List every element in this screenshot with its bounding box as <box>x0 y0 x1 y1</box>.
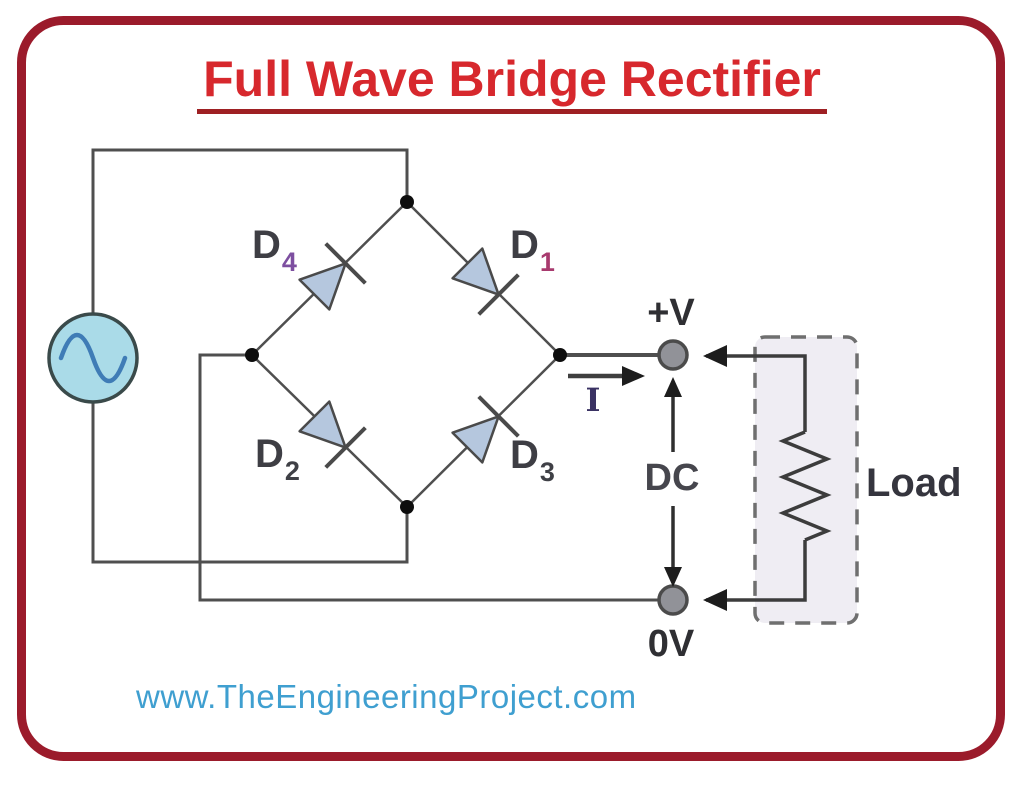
dc-indicator: DC <box>645 377 700 587</box>
load-wire-bottom <box>706 540 807 602</box>
node-dot-left <box>245 348 259 362</box>
current-label: I <box>586 381 601 419</box>
diode-d2-label: D2 <box>255 432 300 486</box>
load-box <box>753 335 859 625</box>
dc-arrow-down-icon <box>664 567 682 587</box>
load-arrow-bottom-icon <box>703 589 727 611</box>
diode-d1-icon <box>451 247 520 316</box>
page-title: Full Wave Bridge Rectifier <box>197 52 827 114</box>
load-wires <box>706 354 832 602</box>
diode-d2-icon <box>298 400 367 469</box>
diode-d3-icon <box>451 395 520 464</box>
junction-nodes <box>245 195 567 514</box>
diode-d4-label: D4 <box>252 223 297 277</box>
zero-terminal <box>657 584 689 616</box>
diode-d3-label: D3 <box>510 433 555 487</box>
dc-arrow-up-icon <box>664 377 682 397</box>
plus-terminal <box>657 339 689 371</box>
wire-source-bottom <box>91 400 409 564</box>
load-arrow-top-icon <box>703 345 727 367</box>
diode-d1-label: D1 <box>510 223 555 277</box>
node-dot-bottom <box>400 500 414 514</box>
zero-terminal-label: 0V <box>648 623 695 665</box>
plus-terminal-label: +V <box>647 292 695 334</box>
current-arrow-icon <box>622 366 645 386</box>
diodes <box>298 242 520 469</box>
load-wire-top <box>706 354 807 432</box>
ac-source <box>47 312 139 404</box>
load-resistor-icon <box>778 430 832 542</box>
dc-label: DC <box>645 457 700 499</box>
sine-wave-icon <box>58 333 128 383</box>
node-dot-right <box>553 348 567 362</box>
diode-d4-icon <box>298 242 367 311</box>
wire-source-top <box>91 148 409 316</box>
node-dot-top <box>400 195 414 209</box>
frame-border <box>17 16 1005 761</box>
load-label: Load <box>866 461 962 505</box>
figure-title-wrap: Full Wave Bridge Rectifier <box>0 52 1024 114</box>
watermark-url: www.TheEngineeringProject.com <box>136 678 637 715</box>
wire-left-return-0v <box>198 353 658 602</box>
